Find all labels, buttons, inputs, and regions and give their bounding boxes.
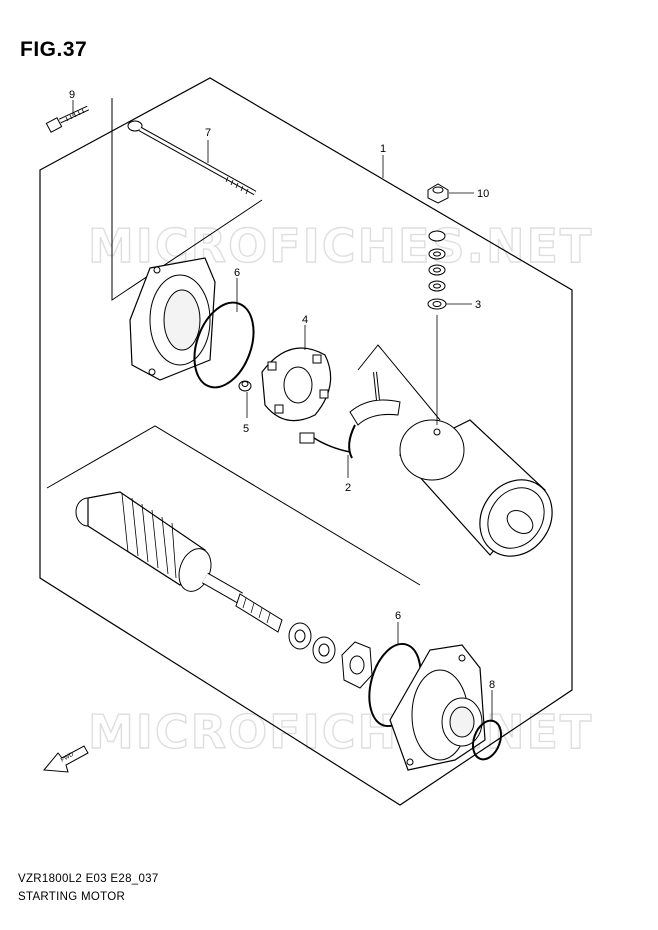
thrust-washer-a: [288, 622, 312, 650]
o-ring-8: [471, 719, 503, 761]
washer-stack-3: [427, 230, 447, 310]
brush-holder-2: [299, 371, 401, 459]
brush-plate-4: [261, 347, 332, 422]
bolt-9: [45, 105, 90, 133]
callout-4: 4: [302, 314, 308, 326]
callout-9: 9: [69, 89, 75, 101]
terminal-nut-10: [427, 183, 449, 204]
rear-end-cover: [129, 257, 216, 381]
thrust-washer-b: [312, 636, 336, 664]
callout-6-lower: 6: [395, 610, 401, 622]
footer-diagram-code: VZR1800L2 E03 E28_037: [18, 873, 159, 885]
o-ring-6-upper: [193, 301, 255, 389]
yoke-housing: [399, 419, 553, 557]
callout-leaders: [72, 100, 493, 722]
callout-7: 7: [205, 127, 211, 139]
footer-diagram-name: STARTING MOTOR: [18, 891, 126, 903]
callout-8: 8: [489, 679, 495, 691]
through-bolt-7: [127, 120, 257, 196]
callout-1: 1: [380, 143, 386, 155]
callout-10: 10: [477, 188, 489, 200]
callout-3: 3: [475, 299, 481, 311]
front-end-cover: [389, 644, 486, 771]
watermark-bottom: MICROFICHES.NET: [88, 705, 593, 759]
brush-group-box: [357, 344, 441, 421]
lock-plate: [341, 641, 373, 689]
callout-6-upper: 6: [234, 267, 240, 279]
armature-group-box: [46, 425, 421, 586]
fwd-arrow: FWD: [43, 745, 89, 773]
assembly-outline: [39, 77, 573, 806]
figure-title: FIG.37: [20, 38, 88, 61]
armature: [75, 491, 283, 633]
callout-2: 2: [345, 482, 351, 494]
bolt-group-box: [111, 98, 263, 301]
brush-spring-5: [238, 380, 252, 392]
callout-5: 5: [243, 423, 249, 435]
